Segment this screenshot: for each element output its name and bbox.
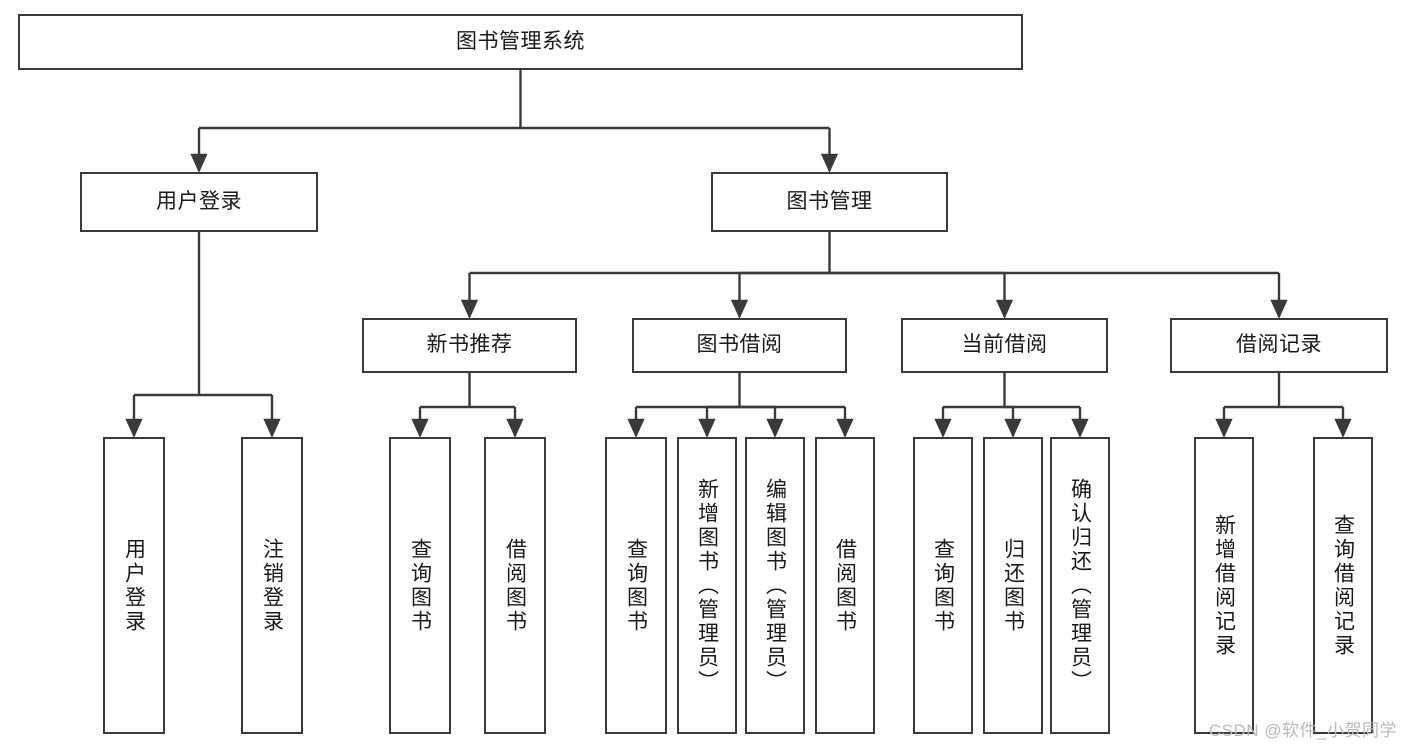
node-label: 注销登录 [260, 537, 284, 634]
node-label: 图书管理 [786, 189, 873, 213]
node-borrow[interactable]: 图书借阅 [632, 318, 847, 373]
node-login[interactable]: 用户登录 [80, 172, 318, 232]
node-l-b2[interactable]: 借阅图书 [815, 437, 875, 734]
node-l-qrec[interactable]: 查询借阅记录 [1313, 437, 1373, 734]
node-l-b1[interactable]: 借阅图书 [484, 437, 546, 734]
node-l-confirm[interactable]: 确认归还（管理员） [1050, 437, 1110, 734]
node-label: 查询借阅记录 [1331, 513, 1355, 658]
node-label: 新书推荐 [426, 333, 513, 357]
node-label: 用户登录 [122, 537, 146, 634]
node-l-addrec[interactable]: 新增借阅记录 [1194, 437, 1254, 734]
node-label: 确认归还（管理员） [1068, 477, 1092, 694]
node-label: 新增借阅记录 [1212, 513, 1236, 658]
node-label: 借阅图书 [833, 537, 857, 634]
edge-paths [125, 70, 1352, 438]
node-label: 查询图书 [624, 537, 648, 634]
watermark-label: CSDN @软件_小贺同学 [1208, 721, 1397, 740]
node-l-login[interactable]: 用户登录 [103, 437, 165, 734]
node-l-add[interactable]: 新增图书（管理员） [677, 437, 737, 734]
node-l-logout[interactable]: 注销登录 [241, 437, 303, 734]
node-l-q2[interactable]: 查询图书 [605, 437, 667, 734]
node-current[interactable]: 当前借阅 [901, 318, 1108, 373]
node-label: 用户登录 [156, 189, 242, 213]
node-label: 借阅图书 [503, 537, 527, 634]
node-label: 查询图书 [408, 537, 432, 634]
node-l-return[interactable]: 归还图书 [983, 437, 1043, 734]
node-label: 图书管理系统 [456, 29, 585, 53]
node-l-edit[interactable]: 编辑图书（管理员） [745, 437, 805, 734]
node-label: 编辑图书（管理员） [763, 477, 787, 694]
node-l-q1[interactable]: 查询图书 [389, 437, 451, 734]
node-root[interactable]: 图书管理系统 [18, 14, 1023, 70]
node-newrec[interactable]: 新书推荐 [362, 318, 577, 373]
node-label: 查询图书 [931, 537, 955, 634]
node-bookmgmt[interactable]: 图书管理 [711, 172, 948, 232]
node-label: 图书借阅 [696, 333, 783, 357]
node-records[interactable]: 借阅记录 [1170, 318, 1388, 373]
node-l-q3[interactable]: 查询图书 [913, 437, 973, 734]
node-label: 当前借阅 [961, 333, 1048, 357]
node-label: 新增图书（管理员） [695, 477, 719, 694]
node-label: 归还图书 [1001, 537, 1025, 634]
node-label: 借阅记录 [1236, 333, 1322, 357]
